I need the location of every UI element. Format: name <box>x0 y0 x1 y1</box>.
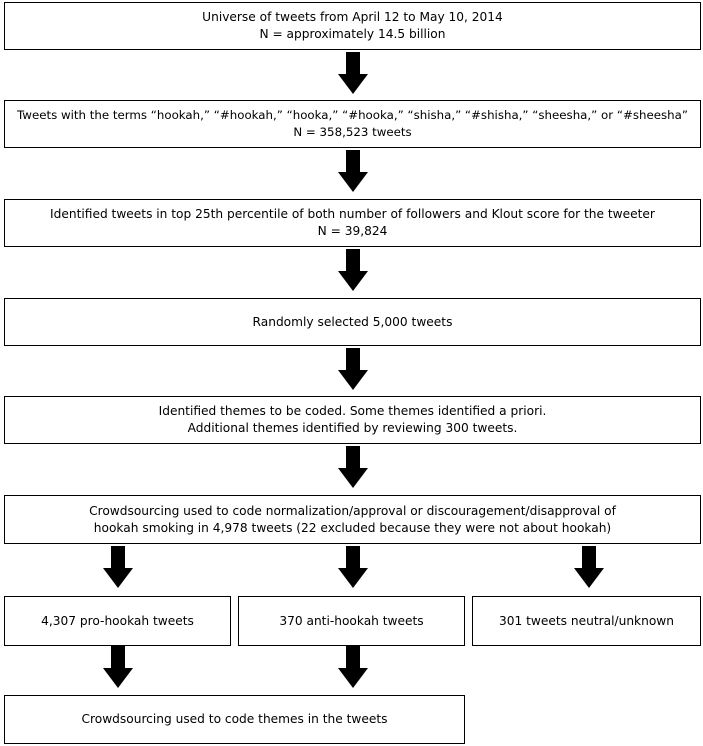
crowd-code-line-2: hookah smoking in 4,978 tweets (22 exclu… <box>93 520 612 535</box>
identified-line-2: N = 39,824 <box>317 224 388 238</box>
down-arrow-icon <box>103 546 133 588</box>
themes-line-2: Additional themes identified by reviewin… <box>187 421 518 435</box>
themes-line-1: Identified themes to be coded. Some them… <box>158 404 547 418</box>
neutral-label: 301 tweets neutral/unknown <box>499 613 674 628</box>
neutral-box: 301 tweets neutral/unknown <box>472 596 701 646</box>
crowd-themes-label: Crowdsourcing used to code themes in the… <box>81 712 388 726</box>
hookah-terms-box: Tweets with the terms “hookah,” “#hookah… <box>4 100 701 148</box>
universe-line-2: N = approximately 14.5 billion <box>259 27 446 41</box>
down-arrow-icon <box>338 446 368 488</box>
themes-box: Identified themes to be coded. Some them… <box>4 396 701 444</box>
crowdsourcing-code-box: Crowdsourcing used to code normalization… <box>4 495 701 544</box>
identified-line-1: Identified tweets in top 25th percentile… <box>50 207 655 221</box>
crowdsourcing-themes-box: Crowdsourcing used to code themes in the… <box>4 695 465 744</box>
down-arrow-icon <box>338 150 368 192</box>
down-arrow-icon <box>338 546 368 588</box>
crowd-code-line-1: Crowdsourcing used to code normalization… <box>89 503 616 518</box>
identified-tweets-box: Identified tweets in top 25th percentile… <box>4 199 701 247</box>
down-arrow-icon <box>338 348 368 390</box>
down-arrow-icon <box>338 52 368 94</box>
pro-hookah-box: 4,307 pro-hookah tweets <box>4 596 231 646</box>
anti-hookah-box: 370 anti-hookah tweets <box>238 596 465 646</box>
pro-label: 4,307 pro-hookah tweets <box>41 613 194 628</box>
universe-line-1: Universe of tweets from April 12 to May … <box>202 10 503 24</box>
down-arrow-icon <box>338 249 368 291</box>
terms-line-2: N = 358,523 tweets <box>293 125 412 139</box>
random-selection-box: Randomly selected 5,000 tweets <box>4 298 701 346</box>
anti-label: 370 anti-hookah tweets <box>279 613 424 628</box>
random-line-1: Randomly selected 5,000 tweets <box>252 314 453 329</box>
down-arrow-icon <box>103 646 133 688</box>
down-arrow-icon <box>574 546 604 588</box>
down-arrow-icon <box>338 646 368 688</box>
universe-box: Universe of tweets from April 12 to May … <box>4 2 701 50</box>
terms-line-1: Tweets with the terms “hookah,” “#hookah… <box>17 108 688 122</box>
